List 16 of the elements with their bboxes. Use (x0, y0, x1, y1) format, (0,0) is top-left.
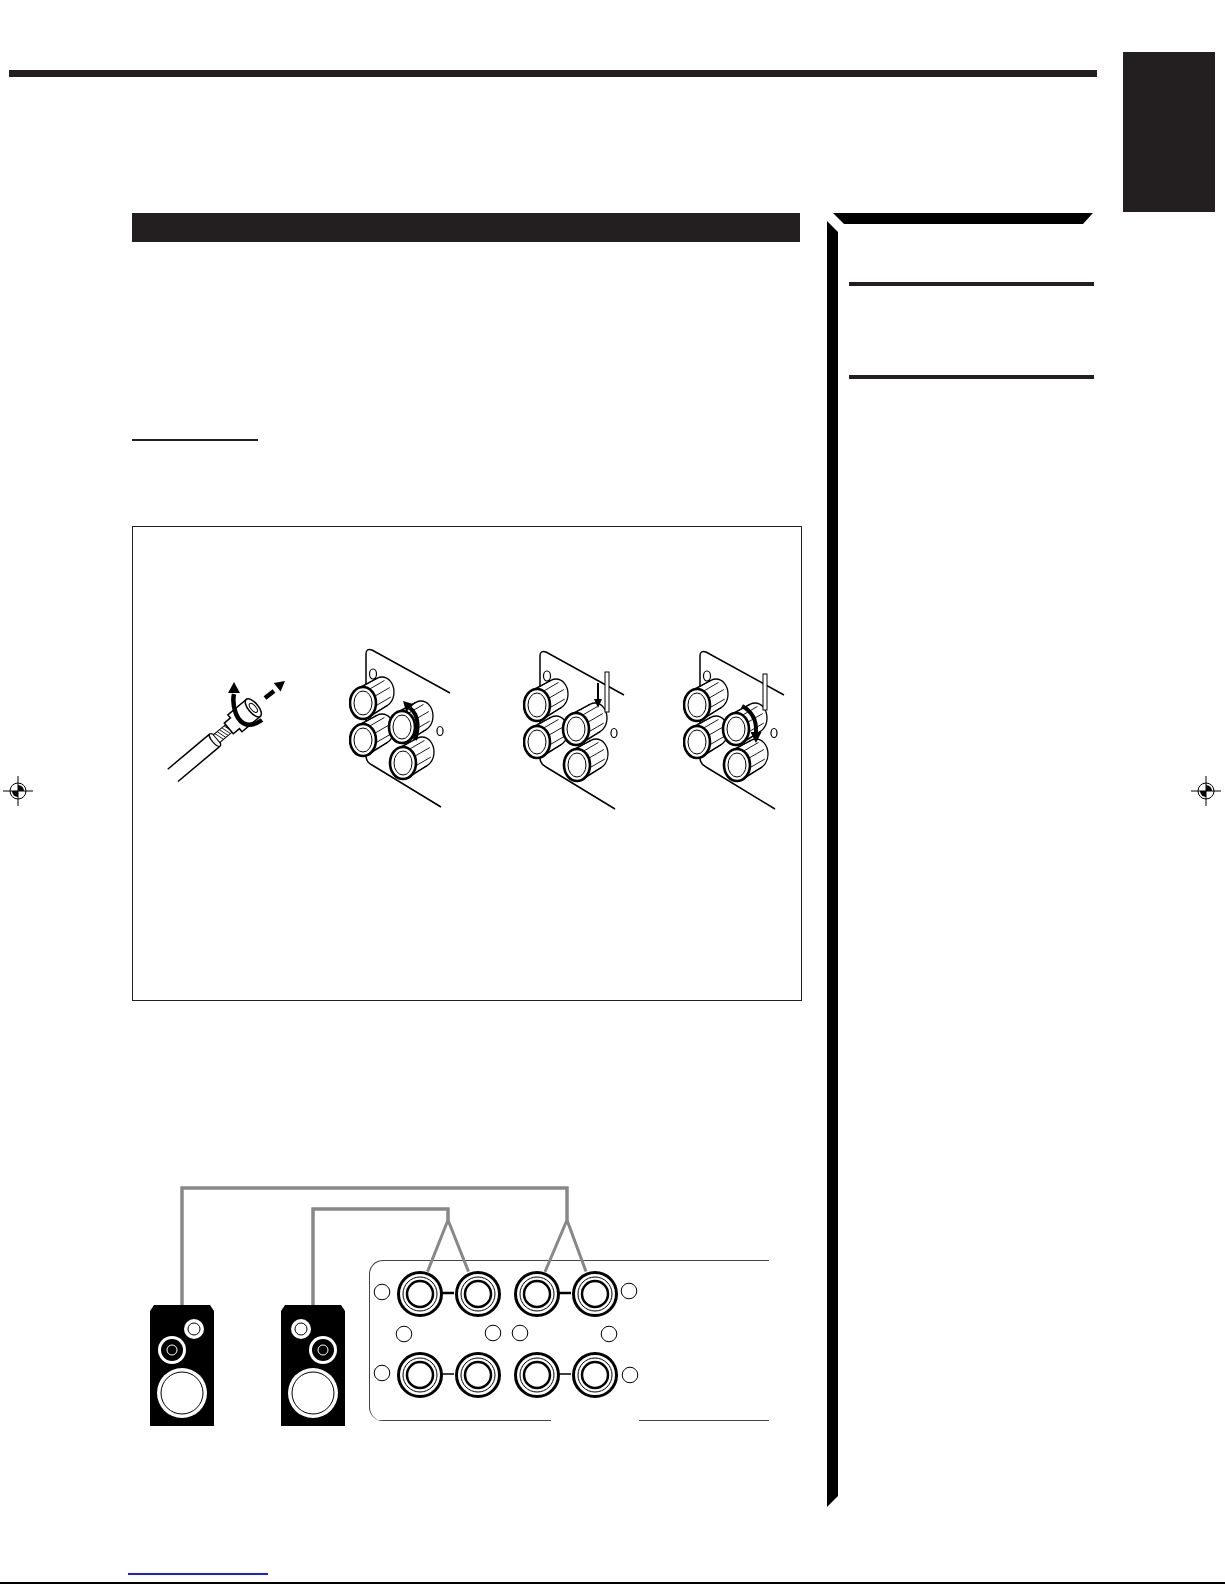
jumper-bar (442, 1291, 454, 1295)
jumper-bar (559, 1291, 571, 1295)
loudspeaker-icon (150, 1305, 214, 1426)
section-heading-bar (132, 213, 800, 242)
speaker-terminal-icon (514, 1352, 560, 1398)
loudspeaker-icon (281, 1305, 345, 1426)
speaker-terminal-icon (572, 1352, 618, 1398)
speaker-terminal-icon (397, 1352, 443, 1398)
speaker-terminal-icon (572, 1271, 618, 1317)
speaker-terminal-icon (514, 1271, 560, 1317)
terminal-panel (369, 1260, 769, 1421)
speaker-terminal-icon (455, 1352, 501, 1398)
speaker-terminal-icon (455, 1271, 501, 1317)
jumper-bar (441, 1373, 455, 1375)
speaker-terminal-icon (397, 1271, 443, 1317)
jumper-bar (558, 1373, 572, 1375)
